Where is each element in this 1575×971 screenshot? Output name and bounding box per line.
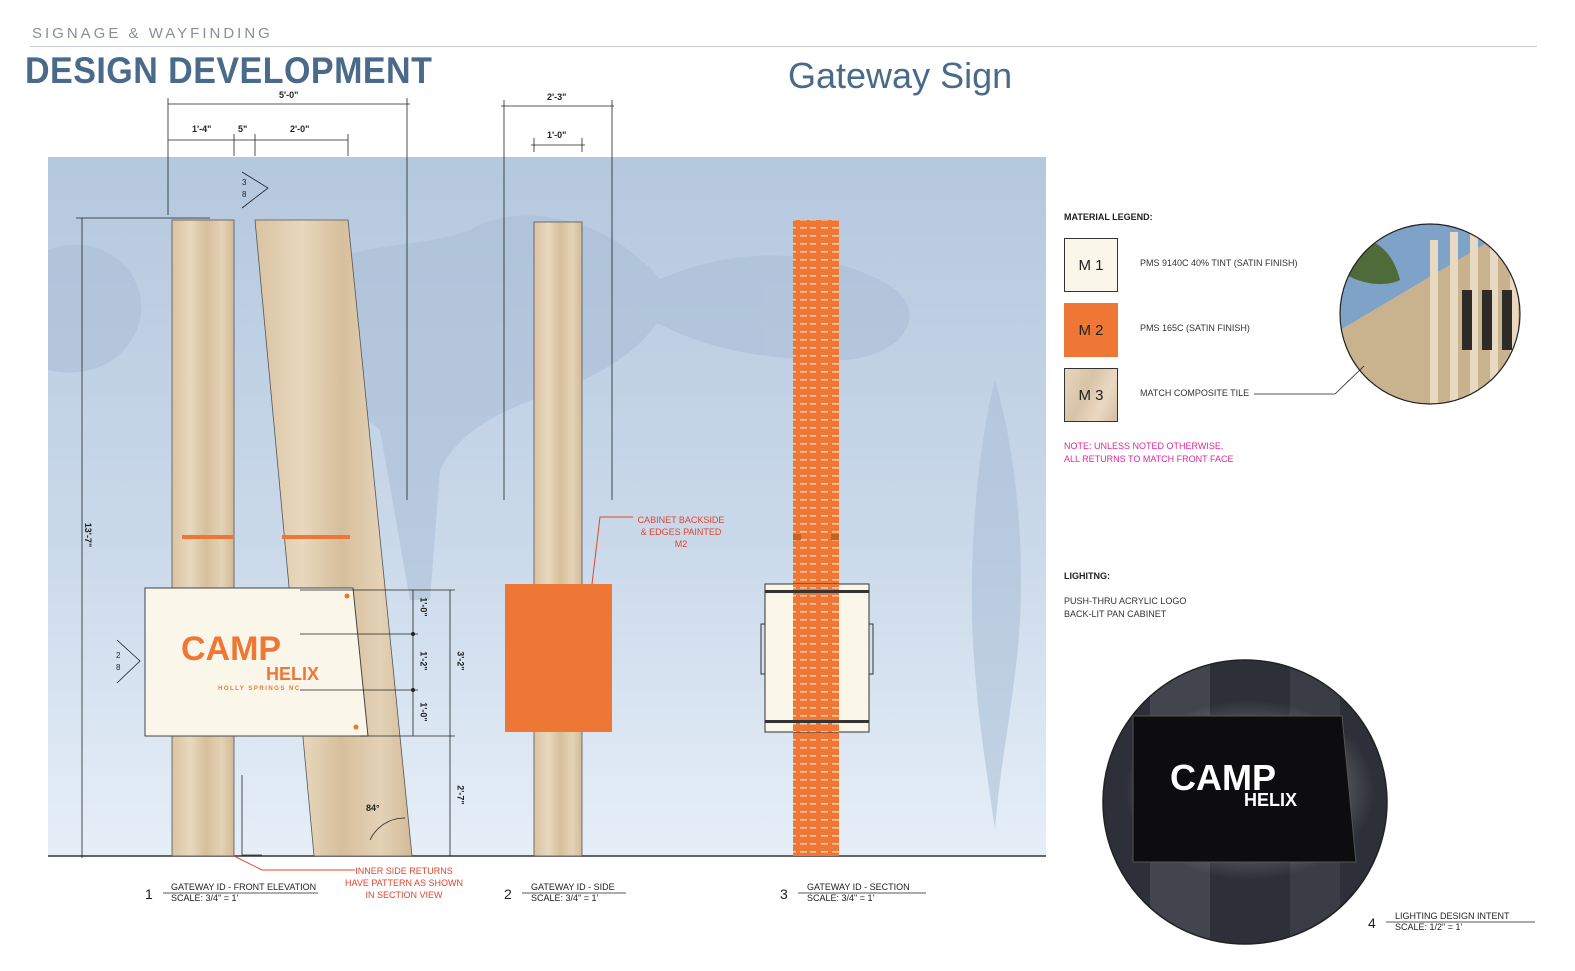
dim-cab-1: 1'-0"	[418, 597, 429, 617]
dim-cab-total: 3'-2"	[455, 651, 466, 671]
view-2-number: 2	[504, 886, 512, 902]
accent-band-right	[282, 535, 350, 539]
dim-angle: 84°	[366, 803, 380, 813]
view-1-number: 1	[145, 886, 153, 902]
swatch-m2: M 2	[1064, 303, 1118, 357]
dim-base: 2'-7"	[455, 785, 466, 805]
page-title: DESIGN DEVELOPMENT	[25, 50, 433, 91]
sign-logo-helix: HELIX	[266, 664, 319, 684]
dim-seg-c: 2'-0"	[290, 124, 310, 134]
dim-side-width: 2'-3"	[547, 92, 567, 102]
section-tile-overlay	[793, 584, 839, 732]
side-post	[533, 221, 583, 857]
inner-returns-callout: INNER SIDE RETURNS HAVE PATTERN AS SHOWN…	[344, 866, 463, 900]
dim-side-inner: 1'-0"	[547, 130, 567, 140]
sign-logo-location: HOLLY SPRINGS NC	[218, 686, 301, 692]
view-4-number: 4	[1368, 915, 1376, 931]
section-mark-bottom: 8	[242, 190, 247, 199]
lighting-photo: CAMP HELIX	[1103, 660, 1387, 944]
header-rule	[30, 46, 1537, 47]
dim-overall-width: 5'-0"	[279, 90, 299, 100]
inner-return-leader	[233, 855, 355, 871]
dim-seg-a: 1'-4"	[192, 124, 212, 134]
svg-text:CAMP: CAMP	[1170, 757, 1276, 798]
dim-cab-2: 1'-2"	[418, 651, 429, 671]
dim-seg-b: 5"	[238, 124, 248, 134]
accent-band-left	[182, 535, 234, 539]
swatch-m2-label: PMS 165C (SATIN FINISH)	[1140, 323, 1250, 333]
material-legend-title: MATERIAL LEGEND:	[1064, 212, 1153, 222]
page-subtitle: Gateway Sign	[788, 55, 1013, 96]
dim-cab-3: 1'-0"	[418, 702, 429, 722]
cabinet-callout: CABINET BACKSIDE & EDGES PAINTED M2	[637, 515, 725, 549]
swatch-m1: M 1	[1064, 238, 1118, 292]
swatch-m1-label: PMS 9140C 40% TINT (SATIN FINISH)	[1140, 258, 1298, 268]
view-3-number: 3	[780, 886, 788, 902]
sign-logo-camp: CAMP	[181, 630, 281, 668]
swatch-m3-label: MATCH COMPOSITE TILE	[1140, 388, 1250, 398]
swatch-m3: M 3	[1064, 368, 1118, 422]
eyebrow-label: SIGNAGE & WAYFINDING	[32, 25, 273, 42]
section-band	[793, 534, 801, 540]
dim-height: 13'-7"	[83, 522, 94, 548]
lighting-description: PUSH-THRU ACRYLIC LOGO BACK-LIT PAN CABI…	[1064, 596, 1187, 619]
tile-leader	[1254, 365, 1365, 395]
section-bracket	[765, 720, 869, 723]
section-mark2-top: 2	[116, 651, 121, 660]
section-bracket	[765, 590, 869, 593]
composite-tile-photo	[1340, 224, 1520, 404]
cabinet-screw	[353, 724, 359, 730]
cabinet-leader	[591, 516, 633, 585]
svg-text:HELIX: HELIX	[1244, 790, 1297, 810]
cabinet-screw	[344, 593, 350, 599]
legend-note: NOTE: UNLESS NOTED OTHERWISE, ALL RETURN…	[1064, 441, 1234, 464]
section-band	[831, 534, 839, 540]
section-mark-top: 3	[242, 178, 247, 187]
section-mark2-bottom: 8	[116, 663, 121, 672]
side-cabinet	[505, 584, 612, 732]
lighting-title: LIGHITNG:	[1064, 571, 1110, 581]
